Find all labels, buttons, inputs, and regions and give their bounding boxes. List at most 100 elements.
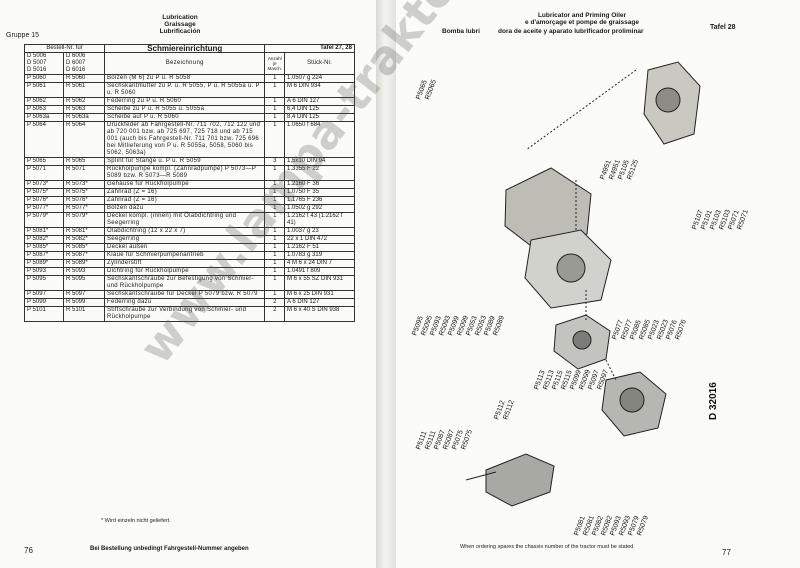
part-no-r: R 5065 (63, 157, 105, 166)
section-title: Schmiereinrichtung (103, 44, 266, 53)
lubricator-body (504, 167, 592, 253)
exploded-diagram: P5065R5065P4951R4951P5105R5125P5107P5101… (411, 61, 750, 537)
part-no-p: P 5082* (24, 235, 64, 244)
part-quantity: 1 (264, 251, 285, 260)
table-row: P 5087*R 5087*Klaue für Schmierpumpenant… (24, 251, 355, 260)
part-no-p: P 5075* (24, 188, 64, 197)
models-a: D 5006 D 5007 D 5016 (24, 52, 64, 75)
right-tafel: Tafel 28 (710, 24, 736, 31)
part-description: Sechskantmutter zu P. u. R 5055, P u. R … (103, 82, 266, 98)
models-b: D 6006 D 6007 D 6016 (63, 52, 105, 75)
part-no-p: P 5099 (24, 298, 64, 307)
part-description: Stiftschraube zur Verbindung von Schmier… (103, 306, 266, 322)
model-label: D 6016 (66, 67, 86, 73)
part-no-p: P 5076* (24, 196, 64, 205)
title-line-en: Lubrication (162, 14, 198, 21)
table-row: P 5081*R 5081*Ölabdichtring (12 x 22 x 7… (24, 227, 355, 236)
left-title: Lubrication Graissage Lubrificación (120, 14, 240, 35)
group-label: Gruppe 15 (6, 32, 40, 39)
parts-table: Bestell-Nr. für Schmiereinrichtung Tafel… (24, 44, 355, 322)
callout-labels: P5065R5065P4951R4951P5105R5125P5107P5101… (411, 79, 750, 537)
part-no-p: P 5087* (24, 251, 64, 260)
part-no-r: R 5071 (63, 165, 105, 181)
part-no-r: R 5061 (63, 82, 105, 98)
title-line-en: Lubricator and Priming Oiler (537, 12, 627, 19)
stock-number: A 6 DIN 127 (284, 298, 355, 307)
part-no-r: R 5077* (63, 204, 105, 213)
stock-number: M 6 x 40 S DIN 938 (284, 306, 355, 322)
part-no-p: P 5063a (24, 113, 64, 122)
stock-number: 1.0037 g 23 (284, 227, 355, 236)
right-title: Lubricator and Priming Oiler e d'amorçag… (482, 12, 682, 26)
part-no-p: P 5097 (24, 290, 64, 299)
part-no-r: R 5064 (63, 121, 105, 158)
right-page-number: 77 (722, 548, 731, 557)
part-no-r: R 5097 (63, 290, 105, 299)
part-no-r: R 5075* (63, 188, 105, 197)
part-no-r: R 5063 (63, 105, 105, 114)
part-no-p: P 5077* (24, 204, 64, 213)
part-quantity: 1 (264, 113, 285, 122)
left-footer: Bei Bestellung unbedingt Fahrgestell-Num… (90, 546, 249, 552)
gutter (376, 0, 396, 568)
part-quantity: 1 (264, 97, 285, 106)
part-no-r: R 5095 (63, 275, 105, 291)
part-no-p: P 5085* (24, 243, 64, 252)
part-no-p: P 5064 (24, 121, 64, 158)
part-no-p: P 5081* (24, 227, 64, 236)
table-row: P 5079*R 5079*Deckel kompl. (innen) mit … (24, 212, 355, 228)
footnote: * Wird einzeln nicht geliefert. (101, 518, 171, 524)
part-description: Scheibe auf P u. R 5060 (103, 113, 266, 122)
part-quantity: 1 (264, 275, 285, 291)
part-no-p: P 5063 (24, 105, 64, 114)
part-no-p: P 5093 (24, 267, 64, 276)
part-quantity: 2 (264, 306, 285, 322)
part-description: Rückholpumpe kompl. (Zahnradpumpe) P 507… (103, 165, 266, 181)
gear-wheel (556, 253, 586, 283)
right-page: Lubricator and Priming Oiler e d'amorçag… (396, 0, 800, 568)
models-row: D 5006 D 5007 D 5016 D 6006 D 6007 D 601… (24, 52, 355, 75)
part-no-r: R 5079* (63, 212, 105, 228)
part-no-p: P 5061 (24, 82, 64, 98)
leader-line (525, 69, 637, 151)
part-no-r: R 5089* (63, 259, 105, 268)
part-quantity: 1 (264, 105, 285, 114)
part-no-p: P 5095 (24, 275, 64, 291)
part-quantity: 2 (264, 298, 285, 307)
part-no-p: P 5060 (24, 74, 64, 83)
part-description: Gehäuse für Rückholpumpe (103, 180, 266, 189)
title-line-fr: e d'amorçage et pompe de graissage (525, 19, 639, 26)
part-no-r: R 5073* (63, 180, 105, 189)
part-no-r: R 5063a (63, 113, 105, 122)
part-no-r: R 5060 (63, 74, 105, 83)
part-quantity: 1 (264, 82, 285, 98)
stock-number: 22 x 1 DIN 472 (284, 235, 355, 244)
part-description: Federring zu P u. R 5060 (103, 97, 266, 106)
stock-number: M 6 x 55 SZ DIN 931 (284, 275, 355, 291)
model-label: D 6007 (66, 60, 86, 66)
part-description: Druckfeder ab Fahrgestell-Nr. 711 702, 7… (103, 121, 266, 158)
model-label: D 6006 (66, 53, 86, 59)
part-no-p: P 5089* (24, 259, 64, 268)
part-no-r: R 5076* (63, 196, 105, 205)
part-description: Scheibe zu P u. R 5055 u. 5055a (103, 105, 266, 114)
part-no-r: R 5087* (63, 251, 105, 260)
right-footer: When ordering spares the chassis number … (460, 544, 634, 550)
part-no-p: P 5071 (24, 165, 64, 181)
part-description: Splint für Stange u. P u. R 5059 (103, 157, 266, 166)
title-line-es: Lubrificación (159, 28, 201, 35)
pump-port (655, 87, 681, 113)
part-no-r: R 5082* (63, 235, 105, 244)
